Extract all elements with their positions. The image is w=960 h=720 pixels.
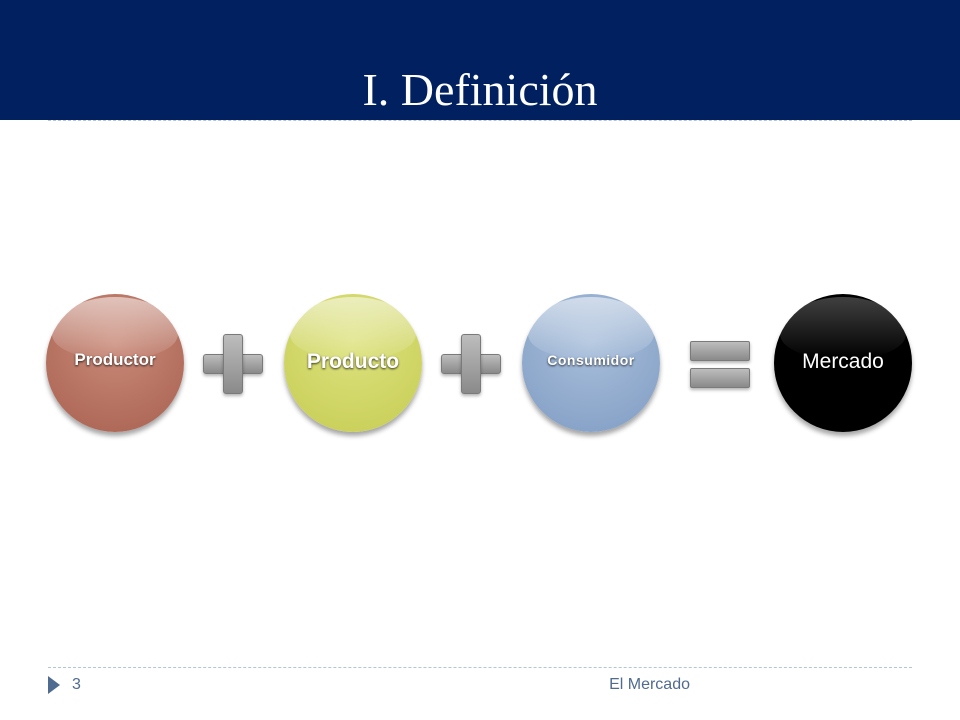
footer-divider: [48, 667, 912, 668]
result-mercado: Mercado: [774, 294, 912, 432]
term-consumidor: Consumidor: [522, 294, 660, 432]
plus-icon: [441, 334, 501, 394]
plus-icon: [203, 334, 263, 394]
term-label: Productor: [74, 350, 156, 369]
term-productor: Productor: [46, 294, 184, 432]
equals-icon: [690, 341, 750, 389]
term-producto: Producto: [284, 294, 422, 432]
footer-bullet-icon: [48, 676, 60, 694]
slide-header: [0, 0, 960, 120]
term-label: Producto: [306, 350, 400, 373]
term-label: Consumidor: [547, 352, 635, 368]
page-number: 3: [72, 676, 81, 693]
result-label: Mercado: [802, 350, 884, 373]
slide-title: I. Definición: [362, 64, 598, 115]
header-divider: [48, 120, 912, 121]
footer-text: El Mercado: [609, 676, 690, 693]
